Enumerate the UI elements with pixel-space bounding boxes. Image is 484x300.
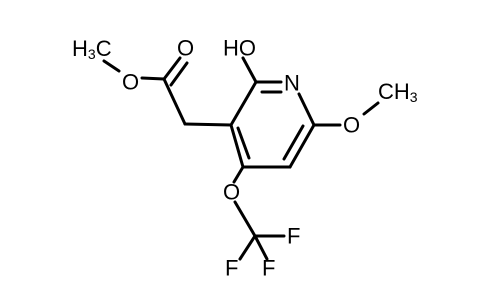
fluorine-3-label: F — [262, 256, 275, 281]
bond-ring-c6-c5-a — [288, 123, 316, 169]
ring-n-label: N — [284, 71, 300, 96]
bond-carbonyl-ch2 — [162, 77, 187, 126]
bond-o-carbonyl — [140, 76, 166, 81]
ester-o-label: O — [122, 70, 139, 95]
hydroxyl-label: HO — [223, 36, 256, 61]
fluorine-2-label: F — [225, 256, 238, 281]
bond-ring-c4-c3-a — [229, 123, 245, 169]
methoxy-o-label: O — [343, 113, 360, 138]
bond-o-ch3 — [362, 101, 380, 116]
bonds — [102, 56, 380, 261]
carbonyl-o-label: O — [177, 36, 194, 61]
bond-methyl-o — [102, 59, 121, 73]
bond-ring-c3-c2 — [229, 80, 258, 127]
bond-o-cf3 — [233, 200, 257, 238]
bond-ch2-ring — [183, 122, 233, 127]
ether-o-label: O — [223, 180, 240, 205]
methyl-ester-label: H3C — [72, 36, 112, 63]
bond-ring-n-c6 — [297, 92, 316, 127]
bond-c4-o — [232, 165, 245, 184]
bond-carbonyl-double-b — [169, 61, 189, 87]
bond-ring-c6-c5-b — [282, 124, 305, 161]
methoxy-methyl-label: CH3 — [378, 79, 418, 106]
bond-carbonyl-double-a — [162, 56, 182, 81]
atom-labels: H3C O O HO N O CH3 O F F F — [72, 36, 418, 281]
bond-c2-oh — [241, 56, 258, 84]
fluorine-1-label: F — [287, 224, 300, 249]
bond-cf-f3 — [253, 234, 269, 261]
bond-cf-f2 — [238, 234, 257, 261]
bond-ring-c4-c3-b — [236, 126, 251, 160]
